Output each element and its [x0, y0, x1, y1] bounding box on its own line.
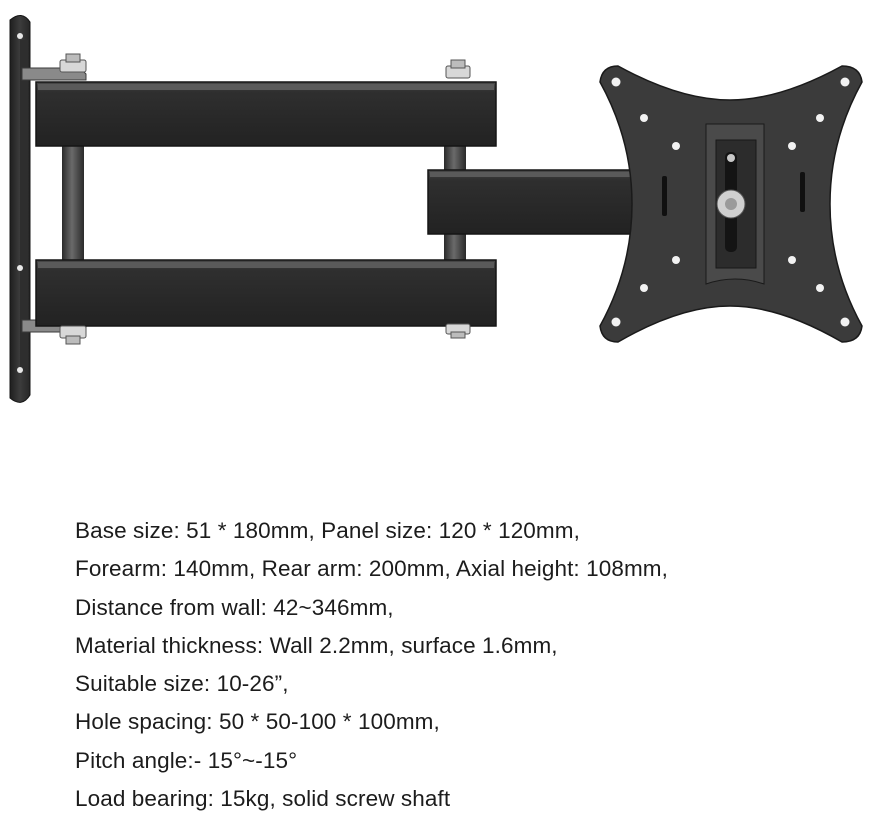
adjust-slot — [800, 172, 805, 212]
spec-load-bearing: Load bearing: 15kg, solid screw shaft — [75, 786, 451, 812]
wall-plate-hole — [17, 33, 23, 39]
mount-hole — [611, 317, 621, 327]
spec-arm-lengths: Forearm: 140mm, Rear arm: 200mm, Axial h… — [75, 556, 669, 582]
pivot-screw — [727, 154, 735, 162]
mount-hole — [840, 317, 850, 327]
mount-hole — [788, 256, 796, 264]
bolt — [445, 323, 471, 339]
mount-hole — [640, 114, 648, 122]
spec-hole-spacing: Hole spacing: 50 * 50-100 * 100mm, — [75, 709, 440, 735]
spec-suitable-size: Suitable size: 10-26”, — [75, 671, 289, 697]
bolt — [445, 59, 471, 79]
upper-arm — [35, 81, 497, 147]
mount-hole — [640, 284, 648, 292]
spec-list: Base size: 51 * 180mm, Panel size: 120 *… — [75, 512, 865, 818]
mount-hole — [611, 77, 621, 87]
wall-plate-hole — [17, 265, 23, 271]
spec-base-panel-size: Base size: 51 * 180mm, Panel size: 120 *… — [75, 518, 580, 543]
spec-distance-from-wall: Distance from wall: 42~346mm, — [75, 594, 394, 620]
forearm — [427, 169, 641, 235]
rear-pivot-post — [62, 140, 84, 266]
spec-material-thickness: Material thickness: Wall 2.2mm, surface … — [75, 632, 558, 658]
mount-hole — [816, 284, 824, 292]
lower-arm — [35, 259, 497, 327]
mount-hole — [788, 142, 796, 150]
mount-hole — [816, 114, 824, 122]
mount-hole — [672, 142, 680, 150]
wall-plate — [9, 15, 31, 403]
adjust-slot — [662, 176, 667, 216]
wall-mount-illustration — [9, 15, 863, 403]
bolt — [59, 53, 87, 73]
vesa-panel — [599, 65, 863, 343]
wall-plate-hole — [17, 367, 23, 373]
mount-hole — [840, 77, 850, 87]
mount-hole — [672, 256, 680, 264]
bolt — [59, 325, 87, 345]
spec-pitch-angle: Pitch angle:- 15°~-15° — [75, 747, 298, 773]
